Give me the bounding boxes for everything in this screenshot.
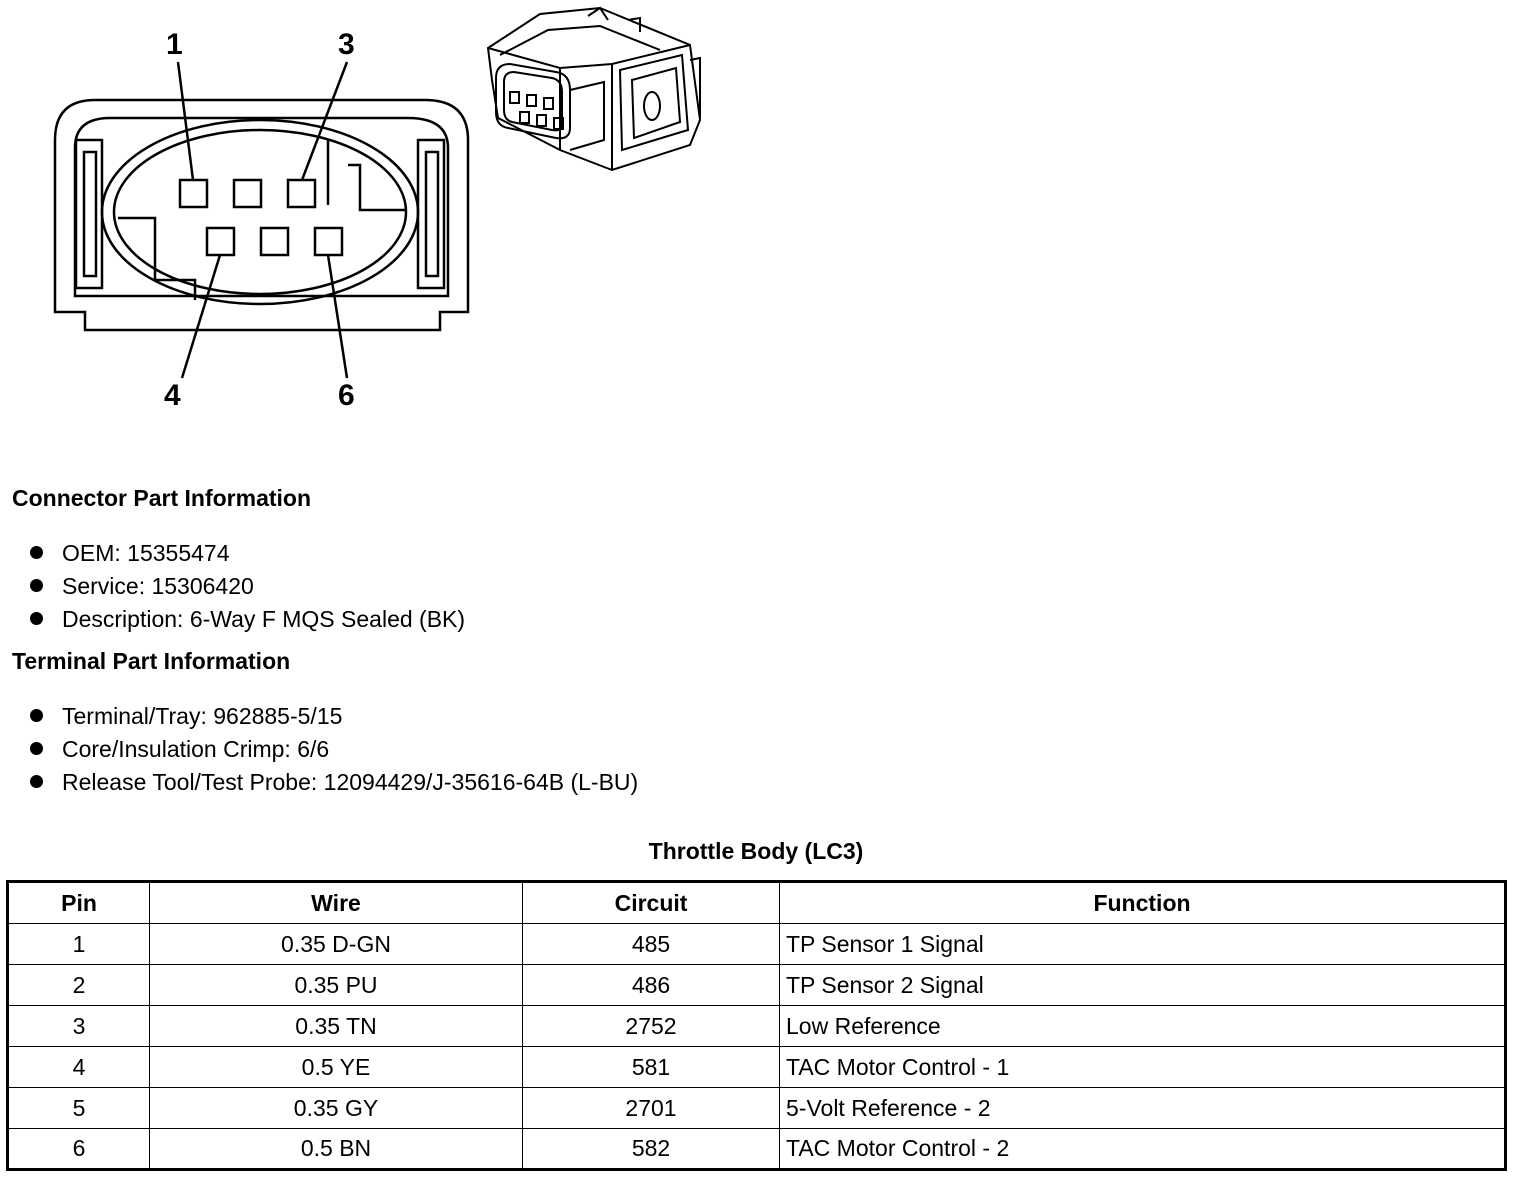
connector-housing-outline [53, 98, 470, 332]
cell-circuit: 2752 [522, 1005, 780, 1047]
column-header-pin: Pin [7, 881, 150, 924]
pin-cavity-4 [205, 226, 236, 257]
pin-callout-4: 4 [164, 379, 181, 412]
cell-circuit: 2701 [522, 1087, 780, 1129]
pin-cavity-2 [232, 178, 263, 209]
column-header-circuit: Circuit [522, 881, 780, 924]
cell-wire: 0.35 GY [149, 1087, 523, 1129]
column-header-wire: Wire [149, 881, 523, 924]
cell-wire: 0.5 YE [149, 1046, 523, 1088]
table-header-row: Pin Wire Circuit Function [7, 881, 1506, 924]
table-row: 6 0.5 BN 582 TAC Motor Control - 2 [7, 1128, 1506, 1170]
cell-pin: 5 [7, 1087, 150, 1129]
connector-3d-view [486, 6, 702, 172]
cell-pin: 1 [7, 923, 150, 965]
table-row: 1 0.35 D-GN 485 TP Sensor 1 Signal [7, 923, 1506, 965]
list-item: Terminal/Tray: 962885-5/15 [30, 703, 638, 736]
pin-cavity-5 [259, 226, 290, 257]
table-row: 5 0.35 GY 2701 5-Volt Reference - 2 [7, 1087, 1506, 1129]
list-item: Release Tool/Test Probe: 12094429/J-3561… [30, 769, 638, 802]
cell-function: TP Sensor 2 Signal [779, 964, 1506, 1006]
pin-cavity-6 [313, 226, 344, 257]
table-row: 4 0.5 YE 581 TAC Motor Control - 1 [7, 1046, 1506, 1088]
cell-wire: 0.5 BN [149, 1128, 523, 1170]
cell-pin: 6 [7, 1128, 150, 1170]
connector-cavity [100, 118, 420, 306]
terminal-part-info-heading: Terminal Part Information [12, 648, 291, 674]
pin-cavity-1 [178, 178, 209, 209]
cell-function: TP Sensor 1 Signal [779, 923, 1506, 965]
table-row: 3 0.35 TN 2752 Low Reference [7, 1005, 1506, 1047]
list-item: Description: 6-Way F MQS Sealed (BK) [30, 606, 465, 639]
pinout-table: Pin Wire Circuit Function 1 0.35 D-GN 48… [6, 880, 1507, 1171]
pin-callout-3: 3 [338, 28, 355, 61]
cell-wire: 0.35 PU [149, 964, 523, 1006]
cell-wire: 0.35 TN [149, 1005, 523, 1047]
column-header-function: Function [779, 881, 1506, 924]
cell-pin: 2 [7, 964, 150, 1006]
cell-circuit: 486 [522, 964, 780, 1006]
list-item: OEM: 15355474 [30, 540, 465, 573]
connector-diagram: 1 3 4 6 [53, 6, 702, 412]
cell-function: TAC Motor Control - 1 [779, 1046, 1506, 1088]
cell-circuit: 581 [522, 1046, 780, 1088]
table-row: 2 0.35 PU 486 TP Sensor 2 Signal [7, 964, 1506, 1006]
cell-circuit: 485 [522, 923, 780, 965]
list-item: Core/Insulation Crimp: 6/6 [30, 736, 638, 769]
pin-callout-1: 1 [166, 28, 183, 61]
list-item: Service: 15306420 [30, 573, 465, 606]
connector-part-info-heading: Connector Part Information [12, 485, 312, 511]
cell-wire: 0.35 D-GN [149, 923, 523, 965]
cell-function: TAC Motor Control - 2 [779, 1128, 1506, 1170]
cell-circuit: 582 [522, 1128, 780, 1170]
cell-pin: 4 [7, 1046, 150, 1088]
cell-pin: 3 [7, 1005, 150, 1047]
table-title: Throttle Body (LC3) [648, 838, 864, 864]
cell-function: Low Reference [779, 1005, 1506, 1047]
pin-callout-6: 6 [338, 379, 355, 412]
pin-cavity-3 [286, 178, 317, 209]
terminal-part-info-list: Terminal/Tray: 962885-5/15 Core/Insulati… [30, 703, 638, 802]
connector-part-info-list: OEM: 15355474 Service: 15306420 Descript… [30, 540, 465, 639]
cell-function: 5-Volt Reference - 2 [779, 1087, 1506, 1129]
